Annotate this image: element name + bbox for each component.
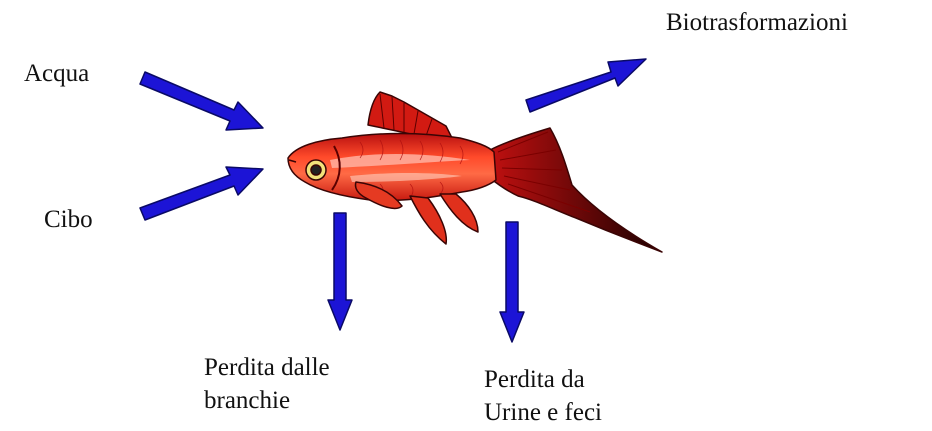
anal-fin	[440, 194, 478, 232]
label-urine-feces-loss: Perdita da Urine e feci	[484, 363, 602, 429]
arrow-gill-loss	[328, 213, 352, 330]
arrow-water-in	[140, 72, 263, 130]
pelvic-fin	[410, 196, 446, 244]
label-gill-loss: Perdita dalle branchie	[204, 351, 330, 417]
label-water: Acqua	[24, 57, 89, 90]
arrow-urine-feces-loss	[500, 222, 524, 342]
arrow-biotransformations-out	[526, 59, 646, 112]
label-food: Cibo	[44, 203, 93, 236]
arrow-food-in	[140, 167, 263, 220]
label-biotransformations: Biotrasformazioni	[666, 6, 848, 39]
